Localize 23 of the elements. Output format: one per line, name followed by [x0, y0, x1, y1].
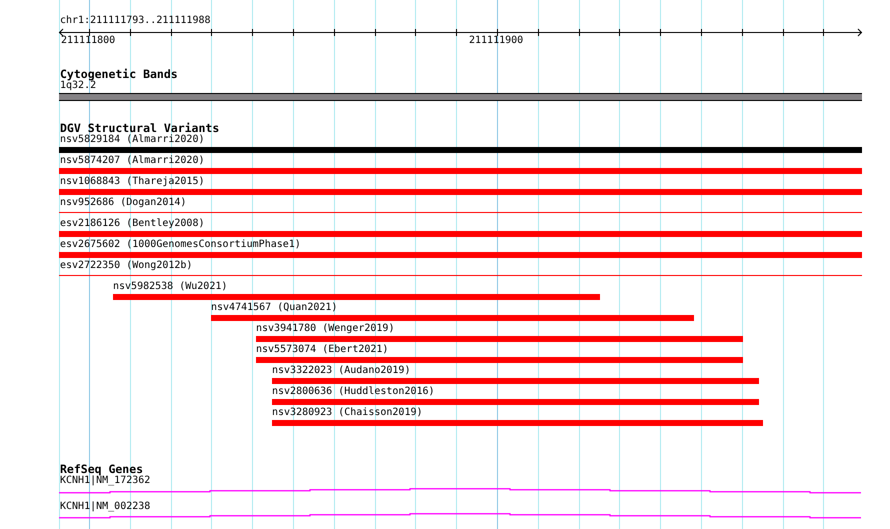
variant-label: nsv5829184 (Almarri2020) [60, 134, 204, 146]
variant-label: nsv5573074 (Ebert2021) [256, 344, 388, 356]
variant-label: esv2675602 (1000GenomesConsortiumPhase1) [60, 239, 301, 251]
transcript-label: KCNH1|NM_172362 [60, 475, 150, 487]
track-title: Cytogenetic Bands [60, 68, 178, 80]
band-label: 1q32.2 [60, 80, 96, 92]
variant-label: esv2186126 (Bentley2008) [60, 218, 204, 230]
coordinate-label: 211111900 [469, 35, 524, 47]
transcript-label: KCNH1|NM_002238 [60, 500, 150, 512]
coordinate-label: 211111800 [61, 35, 116, 47]
variant-label: nsv952686 (Dogan2014) [60, 197, 186, 209]
variant-label: nsv1068843 (Thareja2015) [60, 176, 204, 188]
variant-label: nsv5874207 (Almarri2020) [60, 155, 204, 167]
track-title: RefSeq Genes [60, 463, 144, 476]
variant-label: nsv3941780 (Wenger2019) [256, 323, 394, 335]
variant-label: nsv2800636 (Huddleston2016) [272, 386, 435, 398]
locus-label: chr1:211111793..211111988 [60, 15, 211, 27]
variant-label: nsv4741567 (Quan2021) [211, 302, 338, 314]
variant-label: nsv3280923 (Chaisson2019) [272, 407, 423, 419]
variant-label: nsv5982538 (Wu2021) [113, 281, 228, 293]
track-title: DGV Structural Variants [60, 122, 220, 135]
variant-label: esv2722350 (Wong2012b) [60, 260, 192, 272]
variant-label: nsv3322023 (Audano2019) [272, 365, 410, 377]
